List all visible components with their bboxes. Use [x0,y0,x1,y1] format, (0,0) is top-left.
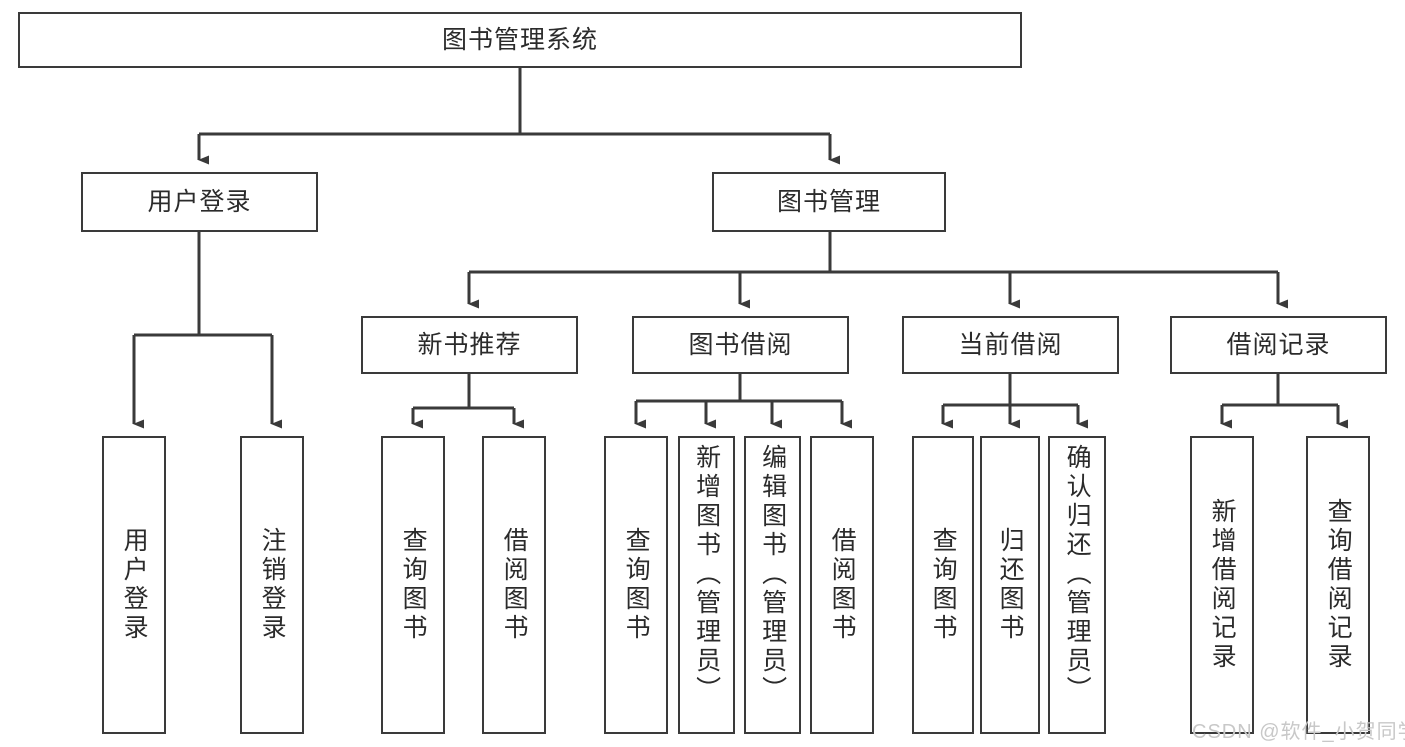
node-label: 查询图书 [622,527,651,643]
leaf-query-book-recommend[interactable]: 查询图书 [381,436,445,734]
node-label: 查询图书 [399,527,428,643]
leaf-add-borrow-record[interactable]: 新增借阅记录 [1190,436,1254,734]
leaf-query-book-current[interactable]: 查询图书 [912,436,974,734]
node-label: 新增图书（管理员） [692,444,721,705]
node-borrow-record[interactable]: 借阅记录 [1170,316,1387,374]
node-book-borrow[interactable]: 图书借阅 [632,316,849,374]
node-label: 注销登录 [258,527,287,643]
node-root-system[interactable]: 图书管理系统 [18,12,1022,68]
node-label: 用户登录 [120,527,149,643]
node-label: 图书借阅 [688,331,793,359]
node-user-login[interactable]: 用户登录 [81,172,318,232]
csdn-watermark: CSDN @软件_小贺同学 [1192,721,1405,743]
node-label: 图书管理系统 [441,26,598,54]
leaf-query-borrow-record[interactable]: 查询借阅记录 [1306,436,1370,734]
leaf-user-login[interactable]: 用户登录 [102,436,166,734]
node-label: 图书管理 [776,188,881,216]
leaf-logout[interactable]: 注销登录 [240,436,304,734]
node-label: 借阅图书 [828,527,857,643]
leaf-borrow-book-recommend[interactable]: 借阅图书 [482,436,546,734]
node-label: 新书推荐 [417,331,522,359]
node-label: 借阅图书 [500,527,529,643]
leaf-confirm-return-admin[interactable]: 确认归还（管理员） [1048,436,1106,734]
node-label: 编辑图书（管理员） [758,444,787,705]
node-label: 用户登录 [147,188,252,216]
node-label: 当前借阅 [958,331,1063,359]
node-label: 借阅记录 [1226,331,1331,359]
node-label: 新增借阅记录 [1208,498,1237,672]
node-new-book-recommend[interactable]: 新书推荐 [361,316,578,374]
leaf-return-book[interactable]: 归还图书 [980,436,1040,734]
leaf-borrow-book[interactable]: 借阅图书 [810,436,874,734]
leaf-add-book-admin[interactable]: 新增图书（管理员） [678,436,735,734]
node-label: 归还图书 [996,527,1025,643]
node-label: 查询借阅记录 [1324,498,1353,672]
node-label: 确认归还（管理员） [1063,444,1092,705]
node-current-borrow[interactable]: 当前借阅 [902,316,1119,374]
leaf-edit-book-admin[interactable]: 编辑图书（管理员） [744,436,801,734]
node-book-management[interactable]: 图书管理 [712,172,946,232]
node-label: 查询图书 [929,527,958,643]
leaf-query-book-borrow[interactable]: 查询图书 [604,436,668,734]
